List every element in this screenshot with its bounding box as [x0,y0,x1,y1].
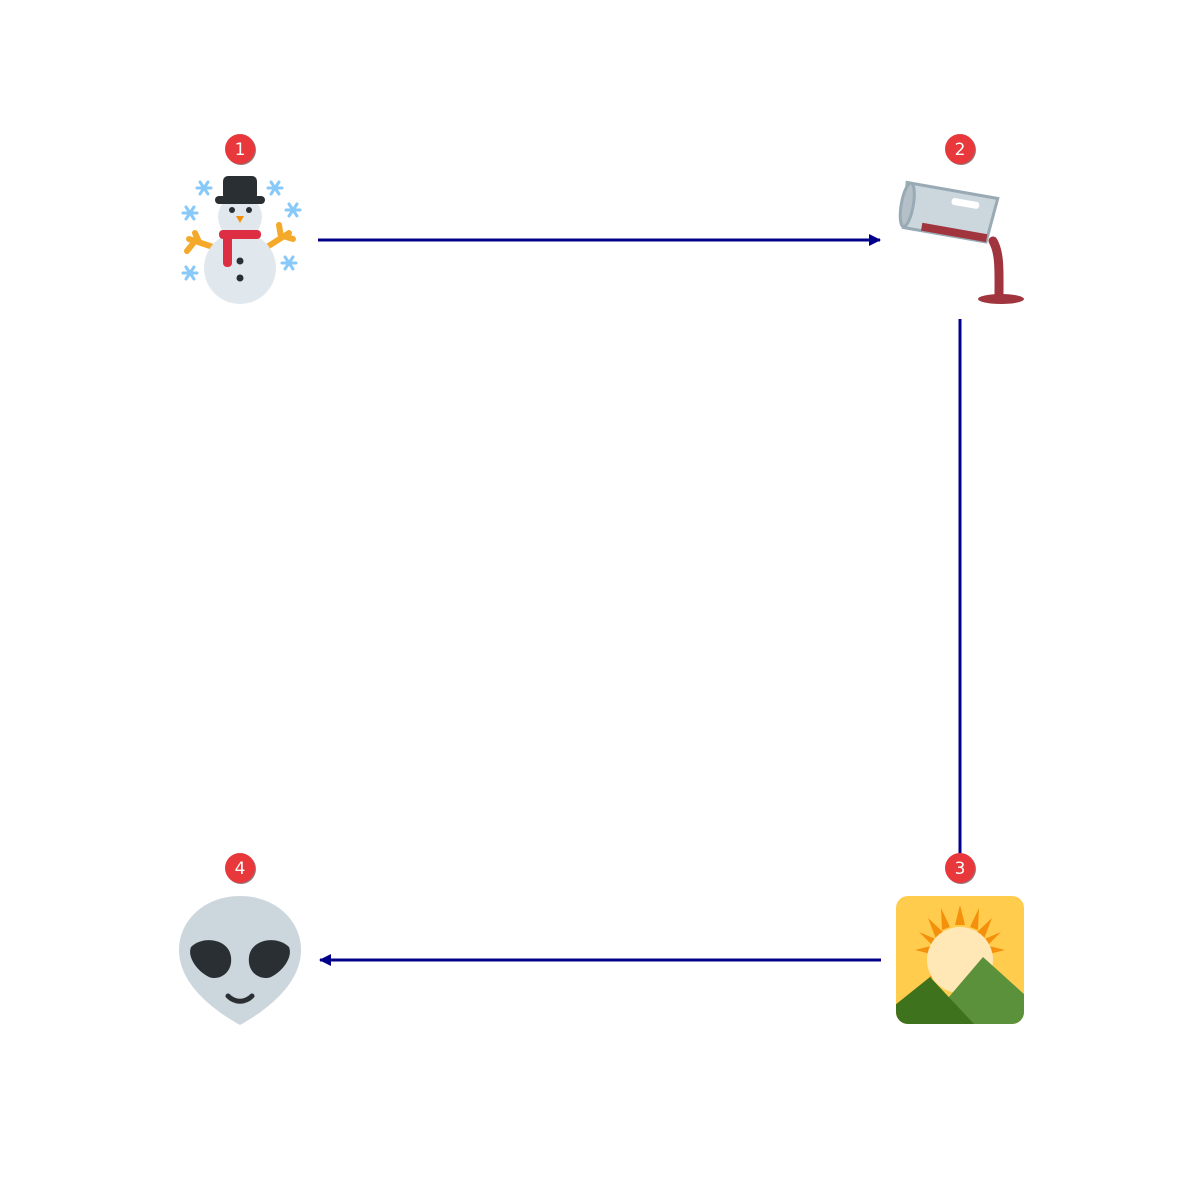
node-alien [175,895,305,1025]
step-badge-1: 1 [225,134,256,165]
sunrise-over-mountains-icon [896,896,1024,1024]
step-badge-label-2: 2 [955,140,966,160]
snowman-icon [181,176,302,304]
alien-icon [179,896,301,1025]
node-pouring-liquid [895,175,1025,305]
step-badge-3: 3 [945,853,976,884]
step-badge-4: 4 [225,853,256,884]
step-badge-label-1: 1 [235,140,246,160]
node-snowman [175,175,305,305]
step-badge-label-4: 4 [235,859,246,879]
pouring-liquid-icon [898,180,1024,304]
step-badge-label-3: 3 [955,859,966,879]
node-sunrise-over-mountains [895,895,1025,1025]
step-badge-2: 2 [945,134,976,165]
